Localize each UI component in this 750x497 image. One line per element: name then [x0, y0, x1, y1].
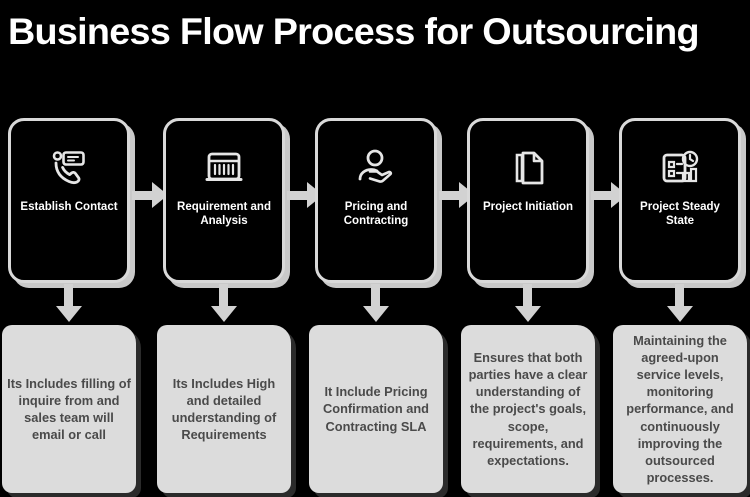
- file-document-icon: [505, 145, 551, 191]
- description-card-row: Its Includes filling of inquire from and…: [0, 325, 750, 497]
- flow-step-label: Project Steady State: [640, 201, 720, 227]
- flow-arrow-down-2: [211, 284, 237, 322]
- analytics-report-icon: [657, 145, 703, 191]
- flow-arrow-down-3: [363, 284, 389, 322]
- description-text: Its Includes filling of inquire from and…: [7, 375, 131, 443]
- description-text: Ensures that both parties have a clear u…: [468, 350, 588, 468]
- description-text: It Include Pricing Confirmation and Cont…: [323, 384, 429, 434]
- description-card: Its Includes High and detailed understan…: [157, 325, 291, 493]
- description-card: Ensures that both parties have a clear u…: [461, 325, 595, 493]
- flow-step-requirement-and-analysis[interactable]: Requirement and Analysis: [163, 118, 285, 283]
- handshake-person-icon: [353, 145, 399, 191]
- flow-step-project-steady-state[interactable]: Project Steady State: [619, 118, 741, 283]
- description-card: It Include Pricing Confirmation and Cont…: [309, 325, 443, 493]
- flow-arrow-down-1: [56, 284, 82, 322]
- flow-step-establish-contact[interactable]: Establish Contact: [8, 118, 130, 283]
- checklist-document-icon: [201, 145, 247, 191]
- title-bar: Business Flow Process for Outsourcing: [0, 0, 750, 62]
- flow-arrow-down-5: [667, 284, 693, 322]
- description-text: Its Includes High and detailed understan…: [171, 375, 277, 443]
- phone-contact-icon: [46, 145, 92, 191]
- flow-step-row: Establish Contact Requirement and Analys…: [0, 118, 750, 322]
- flow-step-label: Requirement and Analysis: [177, 201, 271, 227]
- description-card: Maintaining the agreed-upon service leve…: [613, 325, 747, 493]
- flow-step-pricing-and-contracting[interactable]: Pricing and Contracting: [315, 118, 437, 283]
- page-title: Business Flow Process for Outsourcing: [8, 10, 700, 52]
- flow-step-project-initiation[interactable]: Project Initiation: [467, 118, 589, 283]
- flow-arrow-down-4: [515, 284, 541, 322]
- description-text: Maintaining the agreed-upon service leve…: [626, 333, 734, 485]
- description-card: Its Includes filling of inquire from and…: [2, 325, 136, 493]
- flow-step-label: Project Initiation: [482, 201, 574, 213]
- flow-step-label: Pricing and Contracting: [343, 201, 409, 227]
- flow-step-label: Establish Contact: [20, 201, 118, 213]
